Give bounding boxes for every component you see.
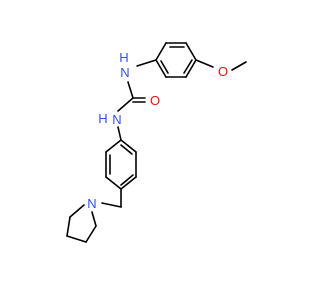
- atom-label-nh-bottom-h: H: [98, 111, 107, 126]
- bond: [120, 174, 134, 186]
- atom-label-nh-bottom-n: N: [112, 112, 121, 127]
- bond: [183, 59, 193, 74]
- bond: [66, 235, 87, 243]
- atom-label-carbonyl-o: O: [150, 93, 160, 108]
- bond: [185, 42, 197, 61]
- bond: [195, 59, 214, 68]
- bond: [69, 204, 85, 218]
- molecule-structure: H N O O H N N: [0, 0, 300, 300]
- bond: [185, 59, 197, 78]
- bond: [120, 176, 137, 190]
- background: [0, 0, 300, 300]
- bond: [117, 97, 134, 112]
- atom-label-pyrrolidine-n: N: [87, 196, 96, 211]
- bond: [136, 59, 157, 67]
- bond: [155, 59, 167, 78]
- bond: [101, 202, 122, 208]
- atom-label-methoxy-o: O: [218, 64, 228, 79]
- bond: [120, 139, 137, 153]
- bond: [105, 176, 122, 190]
- bond: [117, 126, 122, 141]
- bond: [66, 216, 71, 237]
- bond: [105, 139, 122, 153]
- bond: [127, 81, 134, 99]
- bond: [231, 61, 247, 71]
- bond: [120, 144, 133, 155]
- atom-label-nh-top-n: N: [120, 65, 129, 80]
- bond: [160, 60, 169, 74]
- bonds: [66, 42, 247, 243]
- bond: [91, 211, 97, 227]
- atom-label-nh-top-h: H: [119, 50, 128, 65]
- atom-labels: H N O O H N N: [87, 50, 228, 211]
- bond: [155, 42, 167, 61]
- bond: [85, 225, 97, 243]
